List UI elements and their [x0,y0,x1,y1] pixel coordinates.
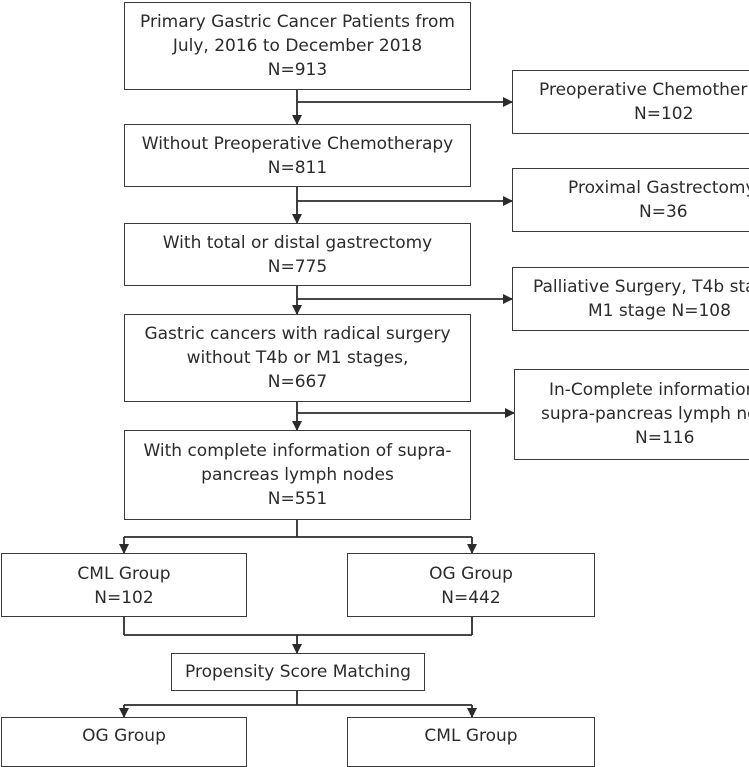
complete-info-line-1: With complete information of supra- [143,441,452,461]
flow-connectors [119,90,515,718]
no-preop-label: Without Preoperative Chemotherapy [141,134,454,154]
incomplete-line-1: In-Complete information [549,380,749,400]
start-line-2: July, 2016 to December 2018 [172,36,423,56]
start-line-1: Primary Gastric Cancer Patients from [140,12,455,32]
preop-chemo-box: Preoperative Chemother N=102 [512,70,749,134]
no-preop-count: N=811 [267,158,328,178]
palliative-box: Palliative Surgery, T4b stag M1 stage N=… [512,267,749,331]
palliative-label: Palliative Surgery, T4b stag [533,277,749,297]
palliative-count: M1 stage N=108 [588,301,731,321]
cml-group-matched-box: CML Group [347,717,595,767]
complete-info-line-2: pancreas lymph nodes [201,465,394,485]
proximal-label: Proximal Gastrectomy [568,178,749,198]
cml-group-matched-label: CML Group [424,726,518,746]
psm-box: Propensity Score Matching [171,653,425,691]
complete-info-count: N=551 [267,489,328,509]
og-group-count: N=442 [441,588,501,608]
cml-group-label: CML Group [77,564,171,584]
total-distal-label: With total or distal gastrectomy [162,233,433,253]
radical-box: Gastric cancers with radical surgery wit… [124,314,471,402]
incomplete-line-2: supra-pancreas lymph no [541,404,749,424]
radical-line-1: Gastric cancers with radical surgery [144,324,451,344]
psm-label: Propensity Score Matching [185,662,411,682]
radical-count: N=667 [267,372,328,392]
incomplete-box: In-Complete information supra-pancreas l… [514,369,749,460]
cml-group-box: CML Group N=102 [1,553,247,617]
proximal-count: N=36 [639,202,688,222]
og-group-matched-label: OG Group [82,726,166,746]
cml-group-count: N=102 [94,588,154,608]
start-box: Primary Gastric Cancer Patients from Jul… [124,2,471,90]
total-distal-count: N=775 [267,257,328,277]
og-group-box: OG Group N=442 [347,553,595,617]
og-group-label: OG Group [429,564,513,584]
og-group-matched-box: OG Group [1,717,247,767]
incomplete-count: N=116 [635,428,695,448]
preop-chemo-label: Preoperative Chemother [539,80,748,100]
radical-line-2: without T4b or M1 stages, [186,348,409,368]
proximal-box: Proximal Gastrectomy N=36 [512,168,749,232]
complete-info-box: With complete information of supra- panc… [124,430,471,520]
preop-chemo-count: N=102 [634,104,694,124]
total-distal-box: With total or distal gastrectomy N=775 [124,223,471,286]
no-preop-box: Without Preoperative Chemotherapy N=811 [124,124,471,187]
start-count: N=913 [267,60,328,80]
